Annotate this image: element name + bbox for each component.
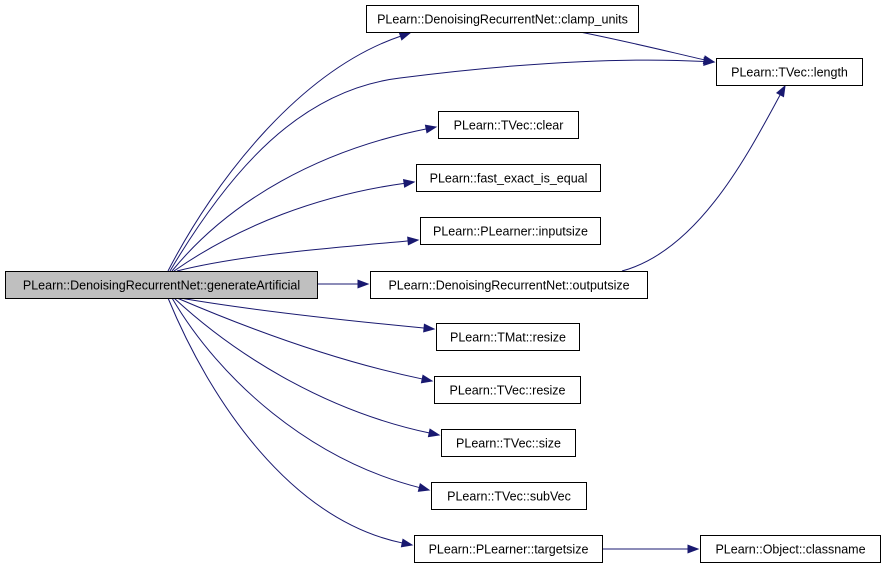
arrow-head-icon <box>423 323 436 333</box>
arrow-head-icon <box>402 178 416 188</box>
edge-root-to-targetsize <box>167 297 414 548</box>
node-tvec_resize[interactable]: PLearn::TVec::resize <box>434 376 581 404</box>
node-box[interactable] <box>438 111 579 139</box>
arrow-head-icon <box>427 428 441 438</box>
edge-root-to-clamp_units <box>167 32 412 272</box>
node-classname[interactable]: PLearn::Object::classname <box>700 535 881 563</box>
edge-line <box>171 128 428 272</box>
edge-line <box>179 297 426 329</box>
edge-root-to-tmat_resize <box>179 297 436 333</box>
node-clamp_units[interactable]: PLearn::DenoisingRecurrentNet::clamp_uni… <box>366 5 639 33</box>
edge-root-to-tvec_subvec <box>171 297 431 492</box>
edge-root-to-inputsize <box>176 236 420 272</box>
node-fast_exact[interactable]: PLearn::fast_exact_is_equal <box>416 164 601 192</box>
node-box[interactable] <box>5 271 318 299</box>
node-tvec_subvec[interactable]: PLearn::TVec::subVec <box>431 482 587 510</box>
node-box[interactable] <box>700 535 881 563</box>
arrow-head-icon <box>400 538 414 548</box>
node-box[interactable] <box>414 535 603 563</box>
edge-line <box>167 297 404 544</box>
arrow-head-icon <box>687 544 700 554</box>
call-edges <box>167 31 786 554</box>
node-tvec_size[interactable]: PLearn::TVec::size <box>441 429 576 457</box>
arrow-head-icon <box>424 124 438 134</box>
node-box[interactable] <box>416 164 601 192</box>
node-label: PLearn::DenoisingRecurrentNet::outputsiz… <box>388 279 629 293</box>
node-box[interactable] <box>436 323 580 351</box>
edge-line <box>176 240 410 272</box>
edge-outputsize-to-tvec_length <box>621 84 786 272</box>
node-targetsize[interactable]: PLearn::PLearner::targetsize <box>414 535 603 563</box>
edge-line <box>171 297 421 489</box>
node-box[interactable] <box>370 271 648 299</box>
edge-root-to-tvec_resize <box>176 297 434 384</box>
node-label: PLearn::Object::classname <box>715 543 865 557</box>
node-box[interactable] <box>420 217 601 245</box>
arrow-head-icon <box>398 32 412 41</box>
node-outputsize[interactable]: PLearn::DenoisingRecurrentNet::outputsiz… <box>370 271 648 299</box>
edge-root-to-outputsize <box>317 279 370 289</box>
node-root[interactable]: PLearn::DenoisingRecurrentNet::generateA… <box>5 271 318 299</box>
node-box[interactable] <box>434 376 581 404</box>
node-tvec_clear[interactable]: PLearn::TVec::clear <box>438 111 579 139</box>
arrow-head-icon <box>420 374 434 384</box>
node-label: PLearn::TVec::length <box>731 66 848 80</box>
node-inputsize[interactable]: PLearn::PLearner::inputsize <box>420 217 601 245</box>
node-box[interactable] <box>431 482 587 510</box>
node-box[interactable] <box>366 5 639 33</box>
node-label: PLearn::TVec::clear <box>454 119 564 133</box>
edge-root-to-fast_exact <box>173 178 416 272</box>
node-tmat_resize[interactable]: PLearn::TMat::resize <box>436 323 580 351</box>
edge-line <box>167 35 402 272</box>
arrow-head-icon <box>702 55 716 65</box>
edge-line <box>176 297 424 380</box>
node-box[interactable] <box>441 429 576 457</box>
node-tvec_length[interactable]: PLearn::TVec::length <box>716 58 863 86</box>
node-label: PLearn::TMat::resize <box>450 331 566 345</box>
node-label: PLearn::PLearner::inputsize <box>433 225 588 239</box>
node-label: PLearn::TVec::resize <box>449 384 565 398</box>
arrow-head-icon <box>357 279 370 289</box>
call-nodes: PLearn::DenoisingRecurrentNet::generateA… <box>5 5 881 563</box>
node-label: PLearn::DenoisingRecurrentNet::generateA… <box>23 279 300 293</box>
edge-line <box>579 31 706 61</box>
edge-root-to-tvec_size <box>173 297 441 438</box>
edge-line <box>169 59 706 272</box>
arrow-head-icon <box>775 84 786 98</box>
node-label: PLearn::PLearner::targetsize <box>429 543 589 557</box>
edge-clamp_units-to-tvec_length <box>579 31 716 65</box>
node-label: PLearn::fast_exact_is_equal <box>430 172 588 186</box>
edge-line <box>173 182 406 272</box>
node-label: PLearn::DenoisingRecurrentNet::clamp_uni… <box>377 13 628 27</box>
edge-line <box>173 297 431 434</box>
node-label: PLearn::TVec::subVec <box>447 490 571 504</box>
edge-targetsize-to-classname <box>602 544 700 554</box>
arrow-head-icon <box>407 236 420 246</box>
node-box[interactable] <box>716 58 863 86</box>
arrow-head-icon <box>417 483 431 492</box>
edge-root-to-tvec_clear <box>171 124 438 272</box>
node-label: PLearn::TVec::size <box>456 437 561 451</box>
edge-line <box>621 93 782 272</box>
